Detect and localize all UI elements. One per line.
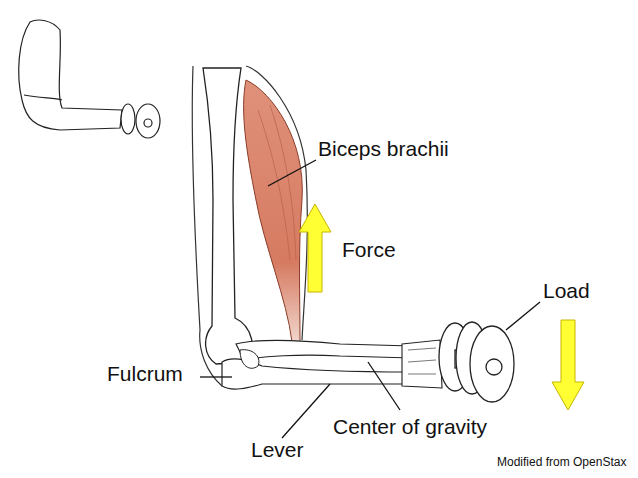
credit-note: Modified from OpenStax [497,456,626,470]
dumbbell [439,322,514,402]
leader-line [506,302,540,330]
force-arrow [299,204,331,292]
elbow-joint [240,350,259,369]
part-label: Biceps brachii [318,137,449,161]
inset-dumbbell-hole [144,119,152,127]
leader-line [200,376,232,377]
inset-arm-outline [19,20,122,130]
part-label: Fulcrum [107,362,183,386]
muscle-fibers [258,105,296,260]
part-label: Lever [251,438,304,462]
dumbbell-hole [486,359,502,375]
inset-dumbbell-disc [136,104,160,138]
hand [402,340,442,388]
inset-arm-line [24,95,62,100]
leader-line [268,160,316,186]
arm-outline [192,66,307,386]
radius-bone [236,340,412,360]
part-label: Center of gravity [333,415,487,439]
dumbbell-disc [470,326,514,402]
leader-line [282,384,330,438]
leader-line [368,362,400,410]
part-label: Force [342,238,396,262]
muscle-fiber [258,110,290,260]
biceps-muscle [244,80,303,342]
inset-arm [19,20,160,138]
leader-lines [200,160,540,438]
hand-bones [408,348,436,374]
part-label: Load [543,279,590,303]
inset-dumbbell-disc [121,104,135,134]
load-arrow [552,320,584,410]
